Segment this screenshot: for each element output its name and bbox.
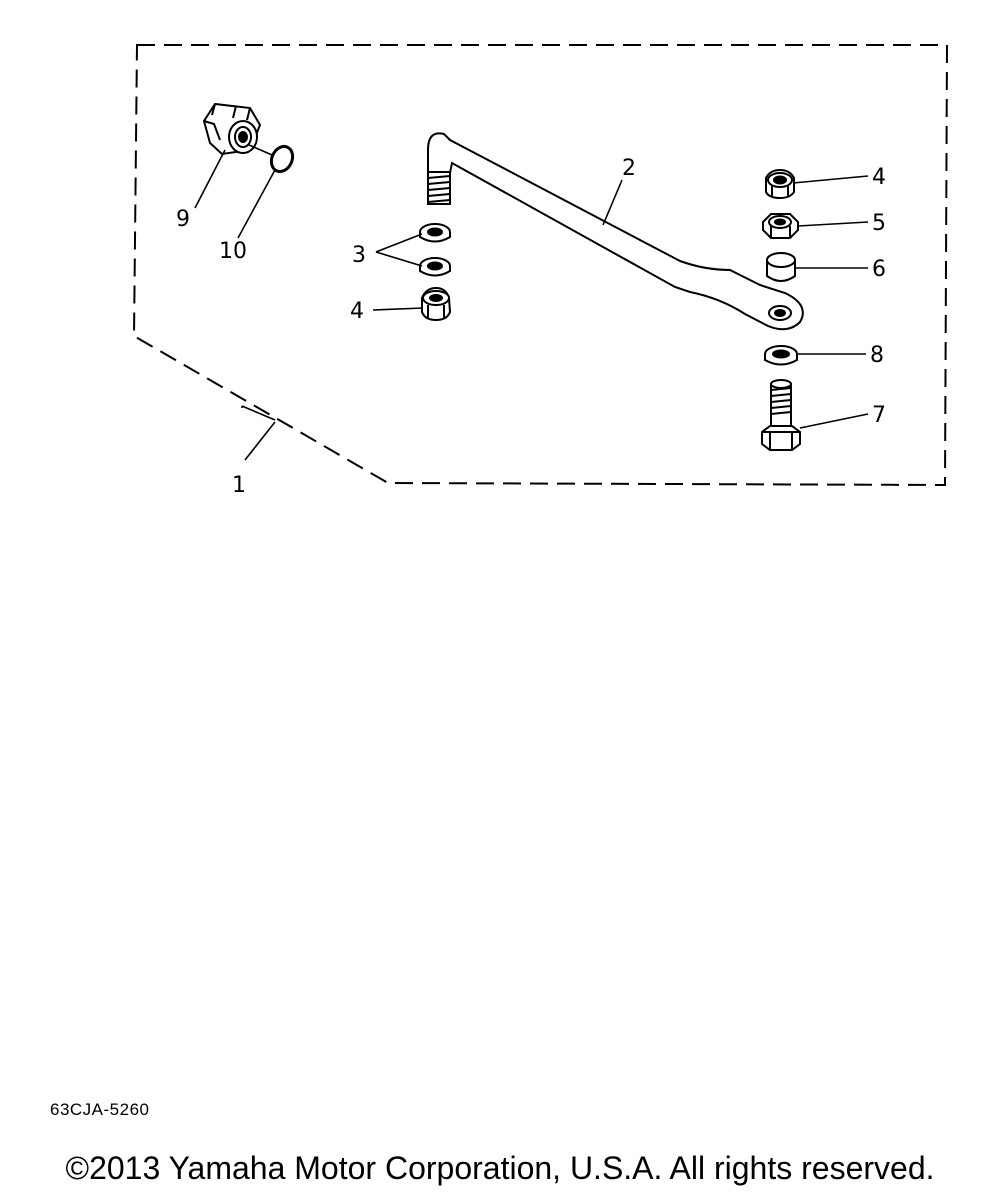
leader-7 (799, 413, 869, 429)
leader-1 (241, 405, 276, 421)
leader-3b (375, 251, 423, 267)
callout-3: 3 (352, 243, 366, 268)
part-5-hex-nut[interactable] (762, 213, 799, 239)
part-2-link-rod[interactable] (427, 132, 804, 331)
leader-9-10 (248, 144, 273, 156)
part-3-washer[interactable] (419, 223, 451, 243)
leader-10 (237, 169, 276, 239)
callout-8: 8 (870, 343, 884, 368)
leader-3a (375, 233, 423, 253)
callout-4-right: 4 (872, 165, 886, 190)
part-4-nut[interactable] (421, 286, 452, 322)
part-8-washer[interactable] (764, 345, 798, 366)
leader-lines (194, 144, 869, 461)
leader-4a (372, 307, 424, 311)
part-6-collar[interactable] (766, 252, 796, 282)
kit-boundary (132, 44, 949, 487)
leader-9 (194, 149, 226, 209)
leader-5 (797, 221, 869, 227)
callout-9: 9 (176, 207, 190, 232)
callout-6: 6 (872, 257, 886, 282)
part-3-washer[interactable] (419, 257, 451, 277)
callout-5: 5 (872, 211, 886, 236)
diagram-part-code: 63CJA-5260 (50, 1100, 150, 1119)
callout-4-left: 4 (350, 299, 364, 324)
part-10-o-ring[interactable] (267, 143, 296, 175)
leader-4b (792, 175, 869, 184)
callout-2: 2 (622, 156, 636, 181)
leader-1b (244, 421, 276, 461)
callout-7: 7 (872, 403, 886, 428)
copyright-notice: ©2013 Yamaha Motor Corporation, U.S.A. A… (65, 1150, 935, 1186)
part-7-bolt[interactable] (761, 379, 801, 451)
part-9-grommet[interactable] (202, 102, 262, 156)
callout-10: 10 (219, 239, 247, 264)
leader-2 (602, 179, 623, 226)
part-4-nut[interactable] (765, 168, 795, 200)
callout-1: 1 (232, 473, 246, 498)
